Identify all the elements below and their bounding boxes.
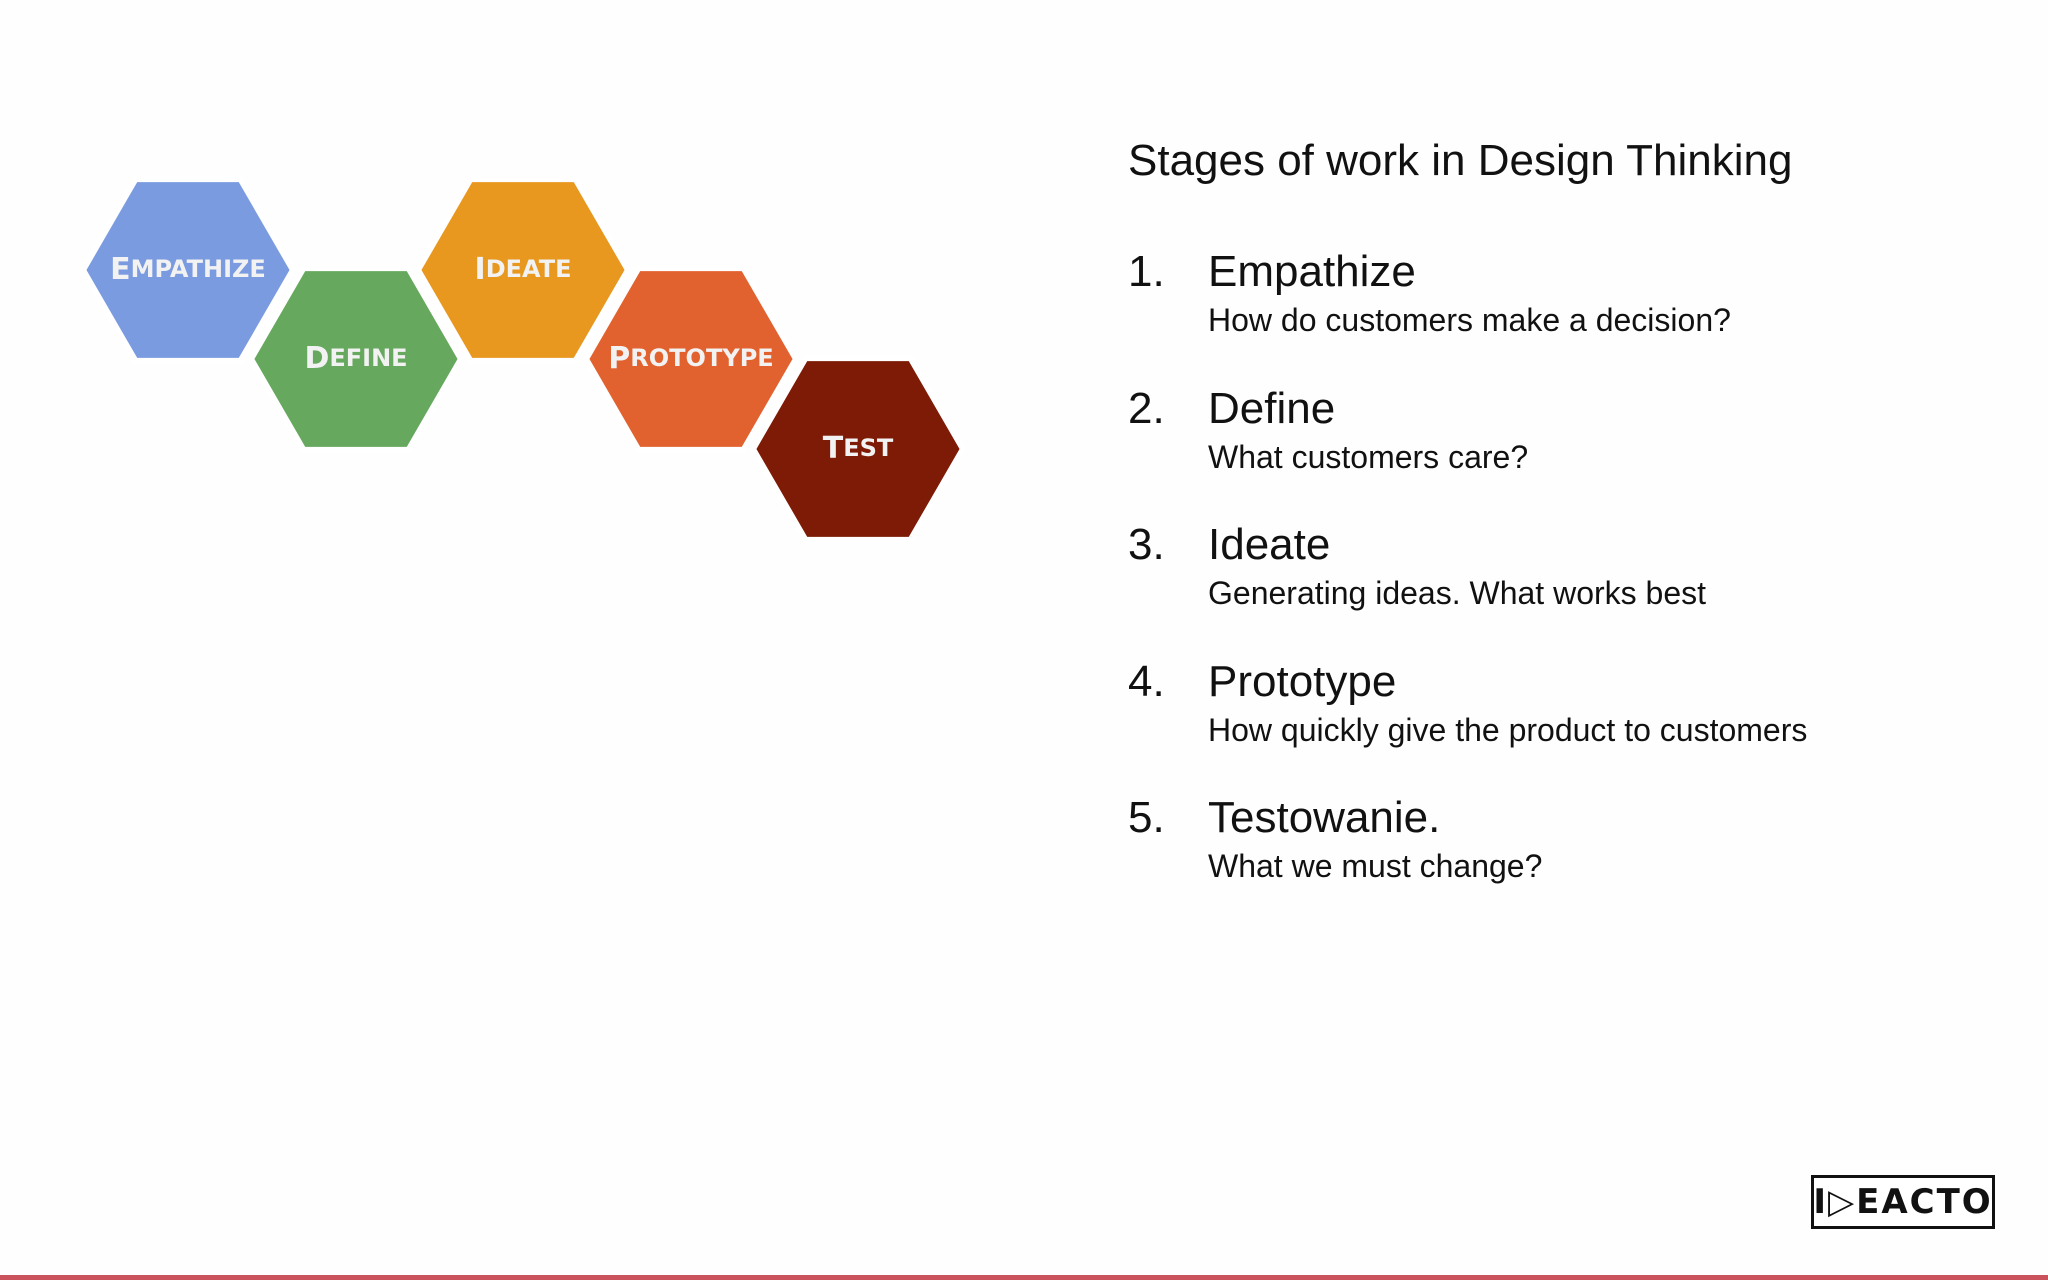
hexagon-label-rest: MPATHIZE [131,255,266,283]
hexagon-label-initial: T [823,431,844,466]
stage-number: 3. [1128,520,1165,569]
hexagon-label-initial: P [608,341,630,376]
hexagon-prototype [582,265,800,453]
hexagon-label-rest: DEATE [486,255,572,283]
hexagon-ideate [414,176,632,364]
stage-number: 4. [1128,656,1165,706]
list-item: 3. Ideate Generating ideas. What works b… [1128,517,2008,654]
stage-number: 1. [1128,247,1165,296]
hexagon-label-rest: ROTOTYPE [630,344,773,372]
stage-name: Prototype [1208,656,1397,706]
stage-number: 2. [1128,383,1165,433]
list-item: 5. Testowanie. What we must change? [1128,790,2008,927]
stage-description: How quickly give the product to customer… [1208,711,1808,748]
hexagon-label-define: DEFINE [304,341,407,376]
stage-description: How do customers make a decision? [1208,302,1731,338]
stage-number: 5. [1128,793,1165,842]
page-title: Stages of work in Design Thinking [1128,136,1793,185]
stage-name: Testowanie. [1208,793,1441,842]
ideacto-logo: I▷EACTO [1811,1175,1995,1229]
list-item: 4. Prototype How quickly give the produc… [1128,654,2008,791]
design-thinking-hexagon-diagram: EMPATHIZE DEFINE IDEATE PROTOTYPE TEST [79,176,967,543]
hexagon-label-initial: I [475,252,486,287]
list-item: 2. Define What customers care? [1128,381,2008,518]
bottom-accent-bar [0,1275,2048,1280]
hexagon-test [749,355,967,543]
hexagon-label-rest: EFINE [329,344,407,372]
stage-name: Empathize [1208,247,1416,296]
stage-description: What customers care? [1208,438,1529,475]
hexagon-label-initial: E [110,252,131,287]
stage-description: Generating ideas. What works best [1208,575,1707,611]
hexagon-define [247,265,465,453]
hexagon-label-prototype: PROTOTYPE [608,341,773,376]
hexagon-label-empathize: EMPATHIZE [110,252,266,287]
hexagon-empathize [79,176,297,364]
hexagon-label-rest: EST [843,434,894,462]
stage-name: Define [1208,383,1336,433]
stages-list: 1. Empathize How do customers make a dec… [1128,244,2008,927]
hexagon-label-initial: D [304,341,329,376]
stage-description: What we must change? [1208,848,1543,884]
hexagon-label-test: TEST [823,431,894,466]
hexagon-label-ideate: IDEATE [475,252,572,287]
stage-name: Ideate [1208,520,1331,569]
list-item: 1. Empathize How do customers make a dec… [1128,244,2008,381]
